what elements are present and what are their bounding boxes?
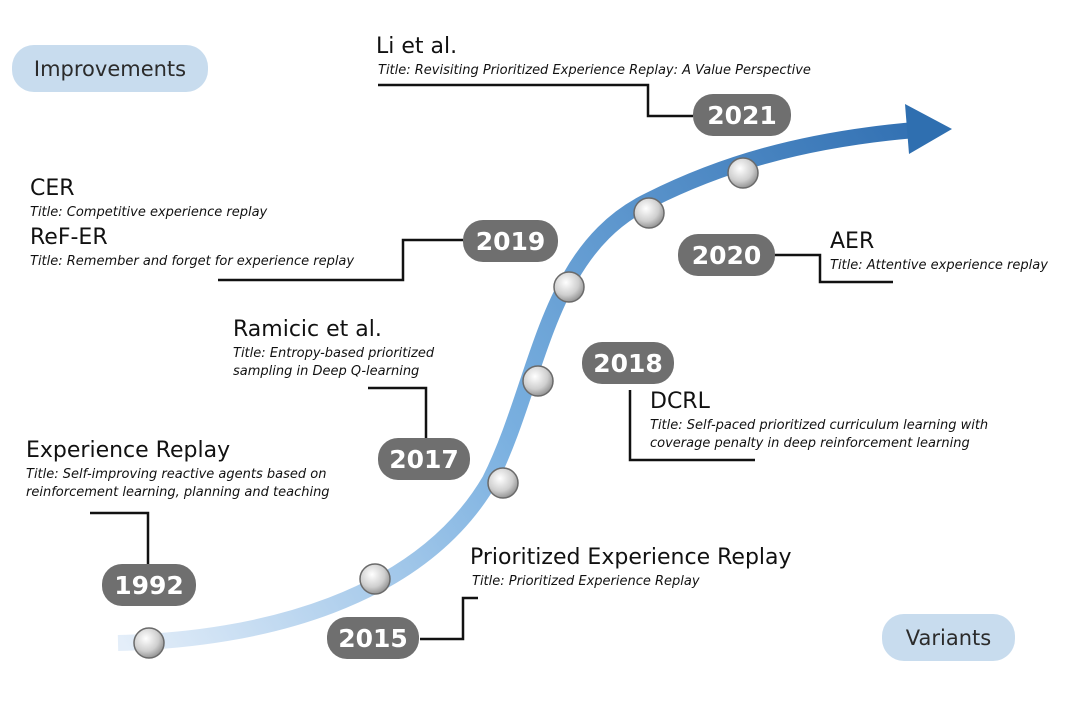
milestone-name-2021: Li et al. xyxy=(376,34,458,59)
connector-2015 xyxy=(420,596,478,641)
milestone-title-2019-refer: Title: Remember and forget for experienc… xyxy=(30,254,355,269)
node-2017 xyxy=(522,365,554,397)
timeline-arrow-head xyxy=(905,104,952,154)
milestone-name-2018: DCRL xyxy=(650,389,710,414)
year-badge-1992: 1992 xyxy=(102,564,196,606)
node-2020 xyxy=(727,157,759,189)
milestone-title-2021: Title: Revisiting Prioritized Experience… xyxy=(378,63,811,78)
connector-1992 xyxy=(90,511,150,565)
year-badge-2020: 2020 xyxy=(678,234,775,276)
milestone-title-2019-cer: Title: Competitive experience replay xyxy=(30,205,268,220)
connector-2017 xyxy=(368,386,428,438)
year-badge-2021: 2021 xyxy=(693,94,791,136)
milestone-title-1992: Title: Self-improving reactive agents ba… xyxy=(26,467,330,500)
milestone-name-2019-refer: ReF-ER xyxy=(30,225,108,250)
node-2018 xyxy=(553,271,585,303)
connector-2018 xyxy=(628,390,755,462)
milestone-title-2020: Title: Attentive experience replay xyxy=(830,258,1048,273)
milestone-name-2015: Prioritized Experience Replay xyxy=(470,545,792,570)
year-badge-2017: 2017 xyxy=(378,438,470,480)
year-badge-2019: 2019 xyxy=(463,220,558,262)
node-1992 xyxy=(133,627,165,659)
connector-2020 xyxy=(775,253,893,284)
connector-2019 xyxy=(218,238,463,282)
milestone-name-1992: Experience Replay xyxy=(26,438,231,463)
node-2015 xyxy=(359,563,391,595)
milestone-title-2015: Title: Prioritized Experience Replay xyxy=(472,574,700,589)
improvements-label: Improvements xyxy=(12,45,208,92)
milestone-title-2018: Title: Self-paced prioritized curriculum… xyxy=(650,418,989,451)
year-badge-2018: 2018 xyxy=(582,342,674,384)
node-2019 xyxy=(633,197,665,229)
milestone-name-2017: Ramicic et al. xyxy=(233,317,382,342)
milestone-title-2017: Title: Entropy-based prioritized samplin… xyxy=(233,346,435,379)
variants-label: Variants xyxy=(882,614,1015,661)
node-2016 xyxy=(487,467,519,499)
milestone-name-2020: AER xyxy=(830,229,875,254)
connector-2021 xyxy=(378,83,693,118)
milestone-name-2019-cer: CER xyxy=(30,176,75,201)
year-badge-2015: 2015 xyxy=(327,617,419,659)
